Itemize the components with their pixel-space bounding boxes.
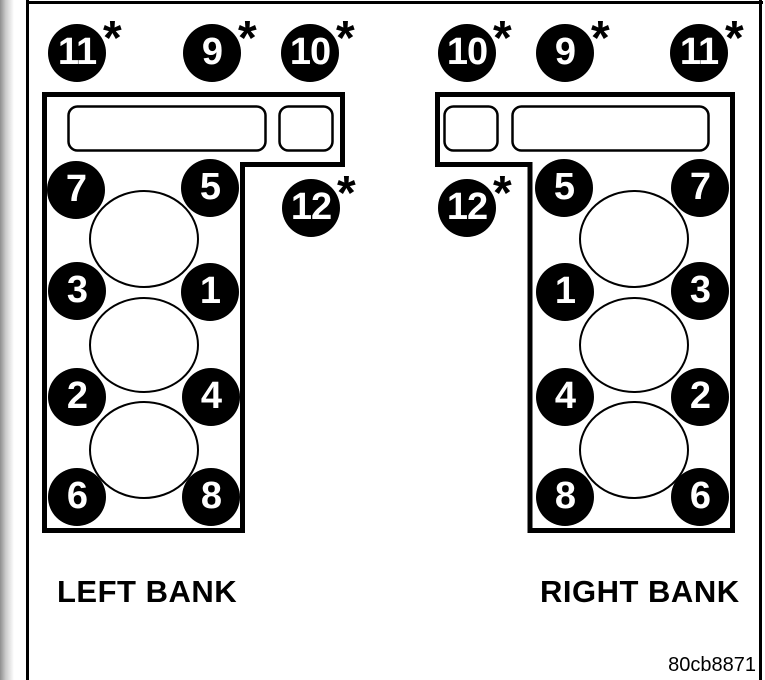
bolt-number: 4 [200, 375, 222, 417]
bolt-number: 10 [446, 31, 488, 73]
right-bank-bolt-4: 4 [536, 368, 594, 426]
bolt-number: 1 [554, 270, 576, 312]
right-bank-bolt-2: 2 [671, 368, 729, 426]
bolt-number: 2 [689, 375, 711, 417]
asterisk-mark: * [493, 12, 512, 65]
bolt-number: 7 [689, 166, 711, 208]
left-bank-bolt-4: 4 [182, 368, 240, 426]
right-bank-bolt-6: 6 [671, 468, 729, 526]
bolt-number: 12 [446, 186, 488, 228]
left-bank-bolt-6: 6 [48, 468, 106, 526]
bolt-number: 8 [200, 475, 222, 517]
frame-right-border [759, 0, 762, 680]
right-bank-label: RIGHT BANK [540, 574, 740, 609]
bolt-number: 3 [66, 269, 88, 311]
bolt-number: 2 [66, 375, 88, 417]
left-bank-bolt-5: 5 [181, 159, 239, 217]
right-bank-bolt-12: 12 * [438, 170, 512, 237]
left-bank-bolt-3: 3 [48, 262, 106, 320]
page-edge-shadow [0, 0, 14, 680]
left-bank-bolt-9: 9 * [183, 15, 257, 82]
right-bank-bolt-1: 1 [536, 263, 594, 321]
bolt-number: 11 [57, 31, 97, 73]
left-bank-bolt-7: 7 [47, 161, 105, 219]
frame-left-border [26, 0, 29, 680]
left-bank-bolt-2: 2 [48, 368, 106, 426]
figure-code: 80cb8871 [668, 654, 756, 676]
right-bank-bolt-5: 5 [535, 159, 593, 217]
bolt-number: 6 [66, 475, 88, 517]
bolt-number: 8 [554, 475, 576, 517]
left-bank-bolt-1: 1 [181, 263, 239, 321]
right-bank-bolt-10: 10 * [438, 15, 512, 82]
asterisk-mark: * [238, 12, 257, 65]
bolt-number: 5 [199, 166, 221, 208]
asterisk-mark: * [493, 167, 512, 220]
bolt-number: 10 [289, 31, 331, 73]
right-bank-bolt-3: 3 [671, 262, 729, 320]
bolt-number: 1 [199, 270, 221, 312]
asterisk-mark: * [591, 12, 610, 65]
bolt-number: 12 [290, 186, 332, 228]
bolt-number: 3 [689, 269, 711, 311]
left-bank-bolt-10: 10 * [281, 15, 355, 82]
right-bank-bolt-11: 11 * [670, 15, 744, 82]
asterisk-mark: * [337, 167, 356, 220]
left-bank-bolt-8: 8 [182, 468, 240, 526]
left-bank-label: LEFT BANK [57, 574, 238, 609]
left-bank-bolt-11: 11 * [48, 15, 122, 82]
asterisk-mark: * [336, 12, 355, 65]
bolt-number: 11 [679, 31, 719, 73]
bolt-number: 9 [201, 31, 223, 73]
bolt-number: 5 [553, 166, 575, 208]
bolt-number: 9 [554, 31, 576, 73]
asterisk-mark: * [725, 12, 744, 65]
bolt-number: 7 [65, 168, 87, 210]
right-bank-bolt-8: 8 [536, 468, 594, 526]
frame-top-border [26, 1, 763, 4]
right-bank-bolt-9: 9 * [536, 15, 610, 82]
bolt-number: 4 [554, 375, 576, 417]
asterisk-mark: * [103, 12, 122, 65]
left-bank-bolt-12: 12 * [282, 170, 356, 237]
right-bank-bolt-7: 7 [671, 159, 729, 217]
bolt-number: 6 [689, 475, 711, 517]
